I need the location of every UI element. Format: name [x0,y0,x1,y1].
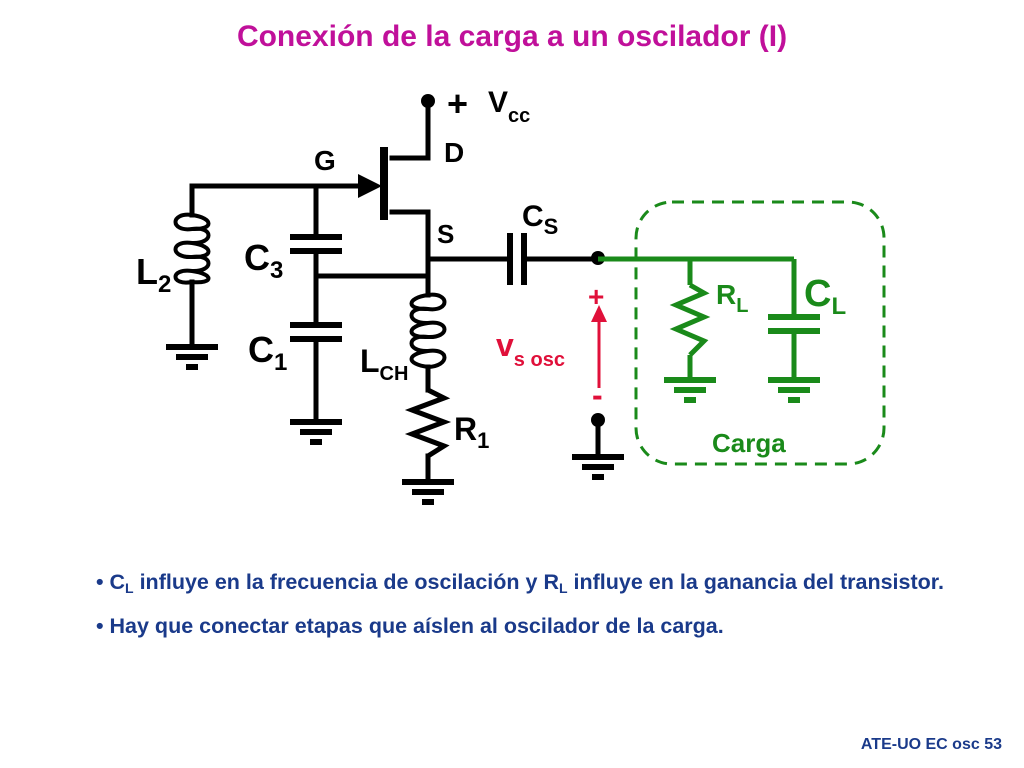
circuit-diagram: + Vcc D G S CS C3 L2 C1 LCH R1 + - vs os… [136,83,886,505]
ground-icon [572,454,624,480]
c3-capacitor-icon [290,234,342,254]
cl-label: CL [804,273,846,320]
output-ground-terminal [591,413,605,427]
cs-label: CS [522,200,558,239]
ground-icon [402,479,454,505]
cl-capacitor-icon [768,314,820,334]
gate-label: G [314,145,336,176]
r1-label: R1 [454,411,489,453]
vcc-label: Vcc [488,86,530,127]
bullet-list: • CL influye en la frecuencia de oscilac… [96,566,956,654]
lch-label: LCH [360,343,408,385]
c1-capacitor-icon [290,322,342,342]
r1-resistor-icon [404,387,452,459]
rl-label: RL [716,279,748,317]
slide-footer: ATE-UO EC osc 53 [860,736,1002,753]
vs-minus-label: - [592,377,603,413]
circuit-wires [189,100,601,483]
load-label: Carga [712,428,786,458]
c1-label: C1 [248,329,287,376]
load-box [634,200,886,466]
c3-label: C3 [244,237,283,284]
bullet-item: • Hay que conectar etapas que aíslen al … [96,614,724,638]
vs-arrow-icon [591,305,607,388]
ground-icon [664,377,716,403]
vs-label: vs osc [496,327,565,371]
cs-capacitor-icon [507,233,527,285]
lch-inductor-icon [409,292,447,369]
page-title: Conexión de la carga a un oscilador (I) [236,20,788,53]
ground-icon [768,377,820,403]
ground-icon [290,419,342,445]
l2-label: L2 [136,251,171,298]
vcc-plus-label: + [447,83,468,124]
vcc-terminal [421,94,435,108]
rl-resistor-icon [669,282,711,357]
jfet-transistor [358,147,388,220]
bullet-item: • CL influye en la frecuencia de oscilac… [96,570,944,596]
l2-inductor-icon [173,212,211,285]
ground-icon [166,344,218,370]
source-label: S [437,219,454,249]
vs-plus-label: + [588,281,604,312]
load-wires [598,256,797,378]
drain-label: D [444,137,464,168]
